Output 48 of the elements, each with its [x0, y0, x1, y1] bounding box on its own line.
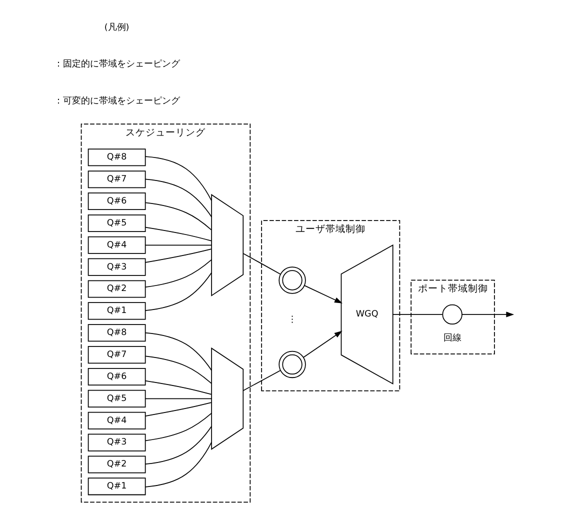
node-trapezoid	[211, 347, 244, 450]
node-circle	[442, 304, 462, 325]
connector	[392, 314, 443, 315]
node-box: Q#2	[88, 456, 146, 474]
node-trapezoid	[211, 194, 244, 296]
node-box: Q#1	[88, 478, 146, 496]
node-box: Q#4	[88, 412, 146, 430]
connector	[144, 248, 212, 263]
node-box: Q#7	[88, 170, 146, 188]
connector	[144, 402, 212, 416]
node-circle	[278, 266, 306, 294]
node-box: Q#8	[88, 324, 146, 342]
node-box: Q#5	[88, 390, 146, 408]
connector	[144, 178, 212, 218]
connector	[144, 272, 212, 312]
node-box: Q#3	[88, 434, 146, 452]
label: (凡例)	[104, 22, 130, 33]
connector	[145, 226, 212, 242]
node-box: Q#6	[88, 192, 146, 210]
connector	[145, 398, 212, 400]
connector	[145, 156, 212, 201]
connector	[242, 370, 281, 392]
node-box: WGQ	[340, 244, 394, 385]
node-box: Q#3	[88, 258, 146, 276]
node-box: Q#4	[88, 236, 146, 254]
label: ⋮	[288, 314, 297, 325]
connector	[145, 380, 212, 395]
node-box: Q#7	[88, 346, 146, 364]
node-box: Q#2	[88, 280, 146, 298]
node-box: Q#6	[88, 368, 146, 386]
connector	[145, 259, 212, 288]
arrow	[303, 330, 342, 358]
connector	[144, 332, 212, 371]
connector	[145, 202, 212, 230]
arrow	[304, 285, 342, 304]
connector	[145, 356, 212, 384]
connector	[145, 412, 212, 442]
node-box: Q#8	[88, 148, 146, 166]
connector	[145, 244, 212, 246]
legend-label: ：可変的に帯域をシェーピング	[54, 96, 180, 106]
connector	[145, 442, 212, 488]
node-box: Q#1	[88, 302, 146, 320]
node-box: Q#5	[88, 214, 146, 232]
legend-label: ：固定的に帯域をシェーピング	[54, 60, 180, 70]
connector	[144, 426, 212, 465]
arrow	[462, 312, 514, 318]
node-circle	[278, 350, 306, 378]
node-label: 回線	[443, 333, 462, 344]
